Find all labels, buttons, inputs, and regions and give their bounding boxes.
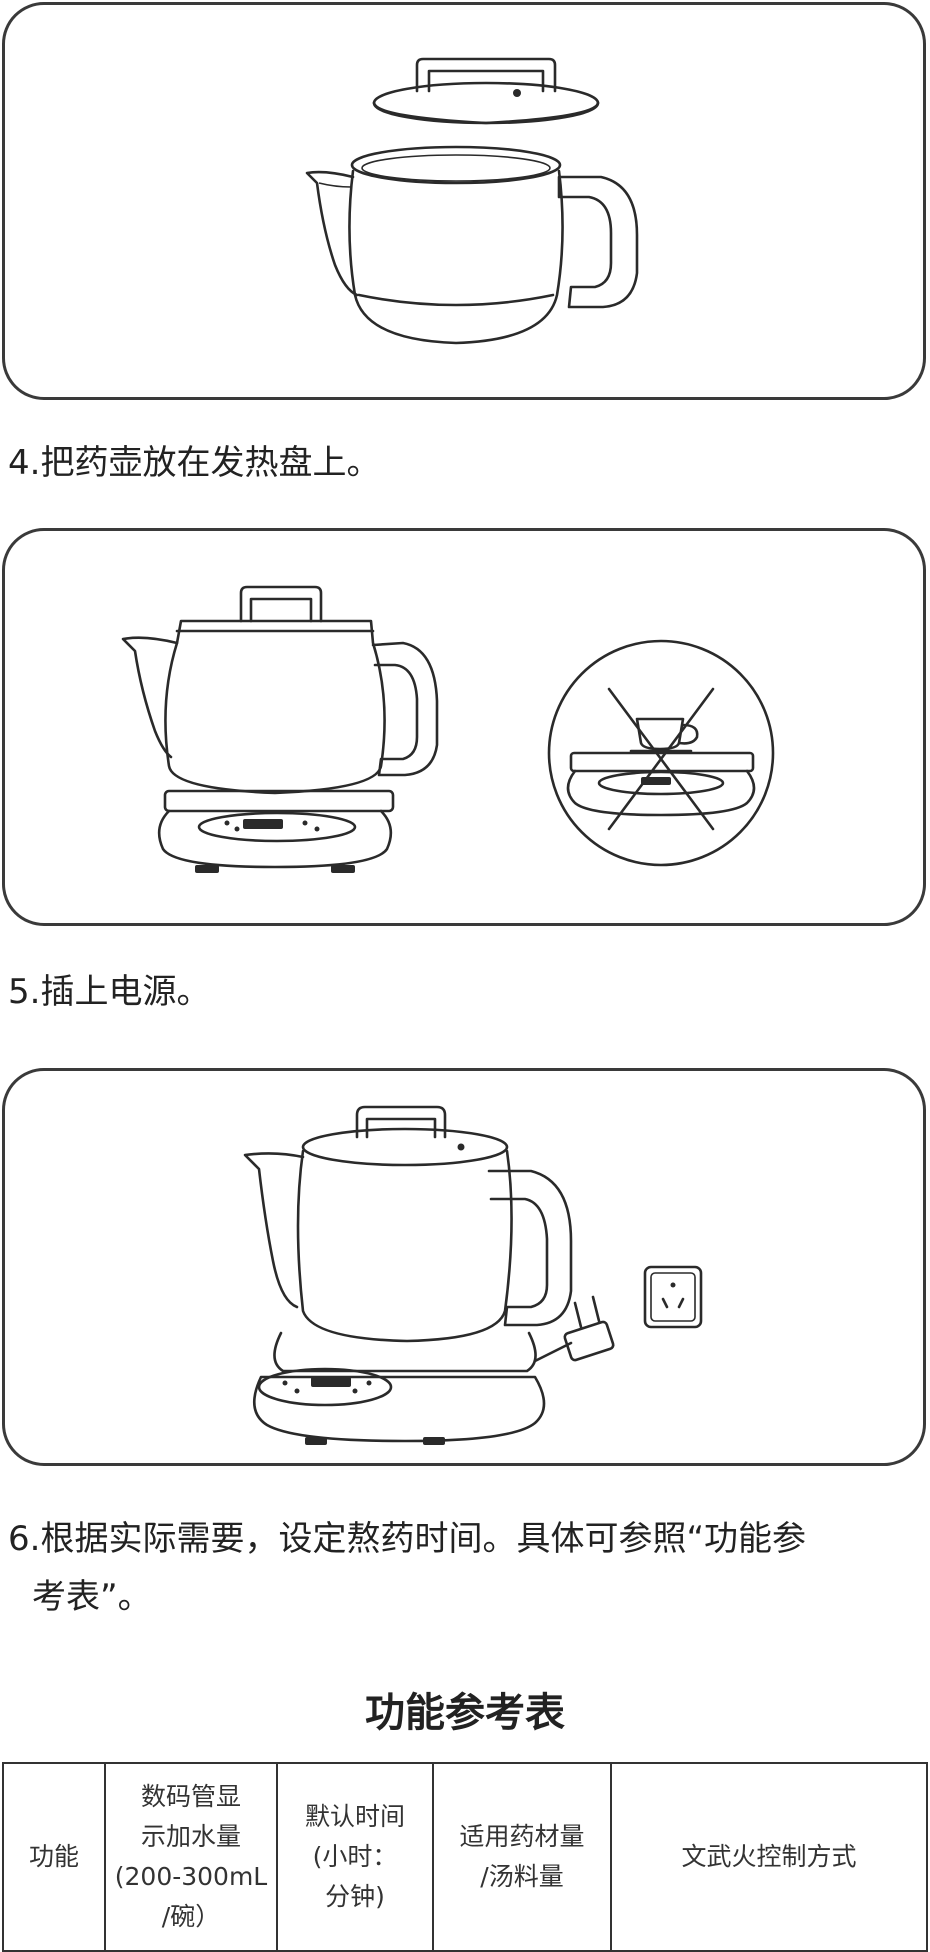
header-water-line-1: 数码管显 (140, 1782, 241, 1811)
header-water-line-4: /碗） (161, 1902, 221, 1931)
teapot-lid-lifted-icon (305, 57, 639, 345)
header-time-line-3: 分钟) (325, 1882, 385, 1911)
step-5-text: 5.插上电源。 (8, 972, 211, 1012)
step-6-line-1: 6.根据实际需要，设定熬药时间。具体可参照“功能参 (8, 1519, 807, 1559)
step-4-text: 4.把药壶放在发热盘上。 (8, 443, 381, 483)
step-6-line-2: 考表”。 (32, 1577, 152, 1617)
function-reference-table: 功能 数码管显 示加水量 (200-300mL /碗） 默认时间 (小时： 分钟… (2, 1762, 928, 1952)
header-herb-amount: 适用药材量 /汤料量 (432, 1762, 612, 1952)
header-water-line-2: 示加水量 (140, 1822, 241, 1851)
header-herb-line-1: 适用药材量 (459, 1822, 585, 1851)
step-6-text: 6.根据实际需要，设定熬药时间。具体可参照“功能参 考表”。 (8, 1510, 926, 1626)
header-water-line-3: (200-300mL (114, 1862, 268, 1891)
header-time-line-1: 默认时间 (304, 1802, 405, 1831)
teapot-on-base-icon (121, 585, 439, 873)
illustration-panel-1 (2, 2, 926, 400)
header-time-line-2: (小时： (312, 1842, 398, 1871)
illustration-panel-3 (2, 1068, 926, 1466)
header-herb-line-2: /汤料量 (480, 1862, 564, 1891)
header-default-time: 默认时间 (小时： 分钟) (276, 1762, 434, 1952)
header-water-amount: 数码管显 示加水量 (200-300mL /碗） (104, 1762, 278, 1952)
illustration-panel-2 (2, 528, 926, 926)
header-function: 功能 (2, 1762, 106, 1952)
plug-into-socket-icon (243, 1105, 703, 1445)
table-title: 功能参考表 (365, 1690, 565, 1736)
header-fire-control: 文武火控制方式 (610, 1762, 928, 1952)
table-header-row: 功能 数码管显 示加水量 (200-300mL /碗） 默认时间 (小时： 分钟… (2, 1762, 928, 1952)
no-other-cookware-icon (547, 639, 775, 867)
